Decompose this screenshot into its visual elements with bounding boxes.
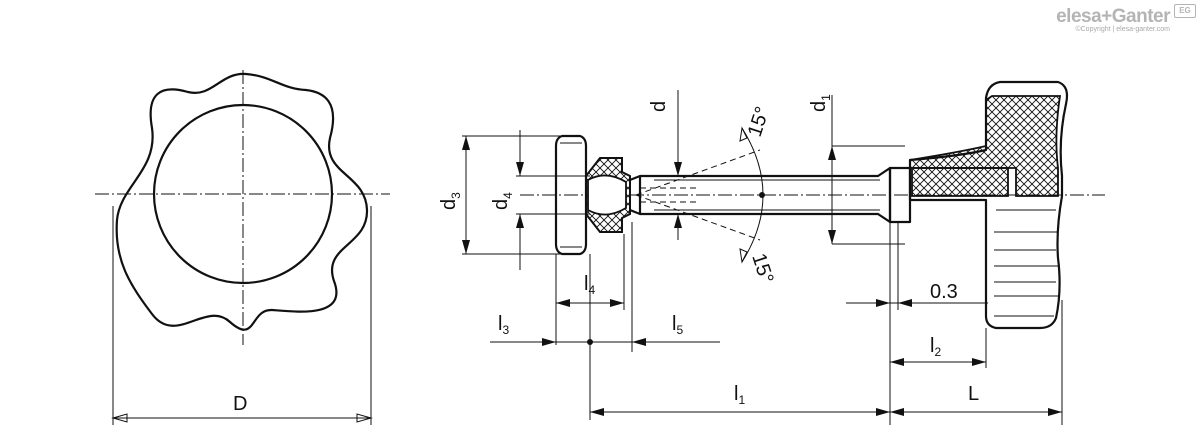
dimension-l2-label: l bbox=[930, 335, 934, 357]
dimension-l5-label: l bbox=[672, 313, 676, 335]
collar bbox=[888, 166, 912, 224]
svg-text:l1: l1 bbox=[734, 383, 745, 407]
angle-bottom-label: 15° bbox=[747, 251, 777, 287]
svg-text:d3: d3 bbox=[438, 192, 463, 210]
pin-head bbox=[554, 134, 588, 256]
svg-text:d1: d1 bbox=[808, 94, 833, 112]
center-point bbox=[759, 192, 765, 198]
svg-text:l4: l4 bbox=[584, 273, 595, 297]
brand-logo[interactable]: elesa+Ganter ©Copyright | elesa-ganter.c… bbox=[1056, 6, 1170, 33]
brand-name: elesa+Ganter bbox=[1056, 6, 1170, 27]
brand-copyright: ©Copyright | elesa-ganter.com bbox=[1075, 26, 1170, 33]
svg-text:l3: l3 bbox=[498, 313, 509, 337]
side-view: d d1 d3 d4 l bbox=[438, 80, 1105, 425]
star-knob-outline bbox=[115, 72, 369, 331]
svg-text:l2: l2 bbox=[930, 335, 941, 359]
dimension-d4-label: d bbox=[490, 199, 512, 210]
angle-top-label: 15° bbox=[744, 104, 774, 140]
knob-insert bbox=[911, 167, 1009, 197]
brand-badge-icon: EG bbox=[1174, 4, 1196, 18]
svg-text:d4: d4 bbox=[490, 192, 515, 210]
svg-text:l5: l5 bbox=[672, 313, 683, 337]
dimension-L-label: L bbox=[968, 383, 979, 405]
knob-hatched-section bbox=[909, 95, 1062, 197]
front-view: D bbox=[95, 70, 390, 425]
dimension-l4-label: l bbox=[584, 273, 588, 295]
dimension-l3-label: l bbox=[498, 313, 502, 335]
dimension-D-label: D bbox=[233, 393, 247, 415]
dimension-l1-label: l bbox=[734, 383, 738, 405]
dimension-d1-label: d bbox=[808, 101, 830, 112]
ball-seat bbox=[587, 174, 627, 216]
dimension-gap-label: 0.3 bbox=[930, 281, 958, 303]
dimension-d-label: d bbox=[648, 101, 670, 112]
dimension-d3-label: d bbox=[438, 199, 460, 210]
